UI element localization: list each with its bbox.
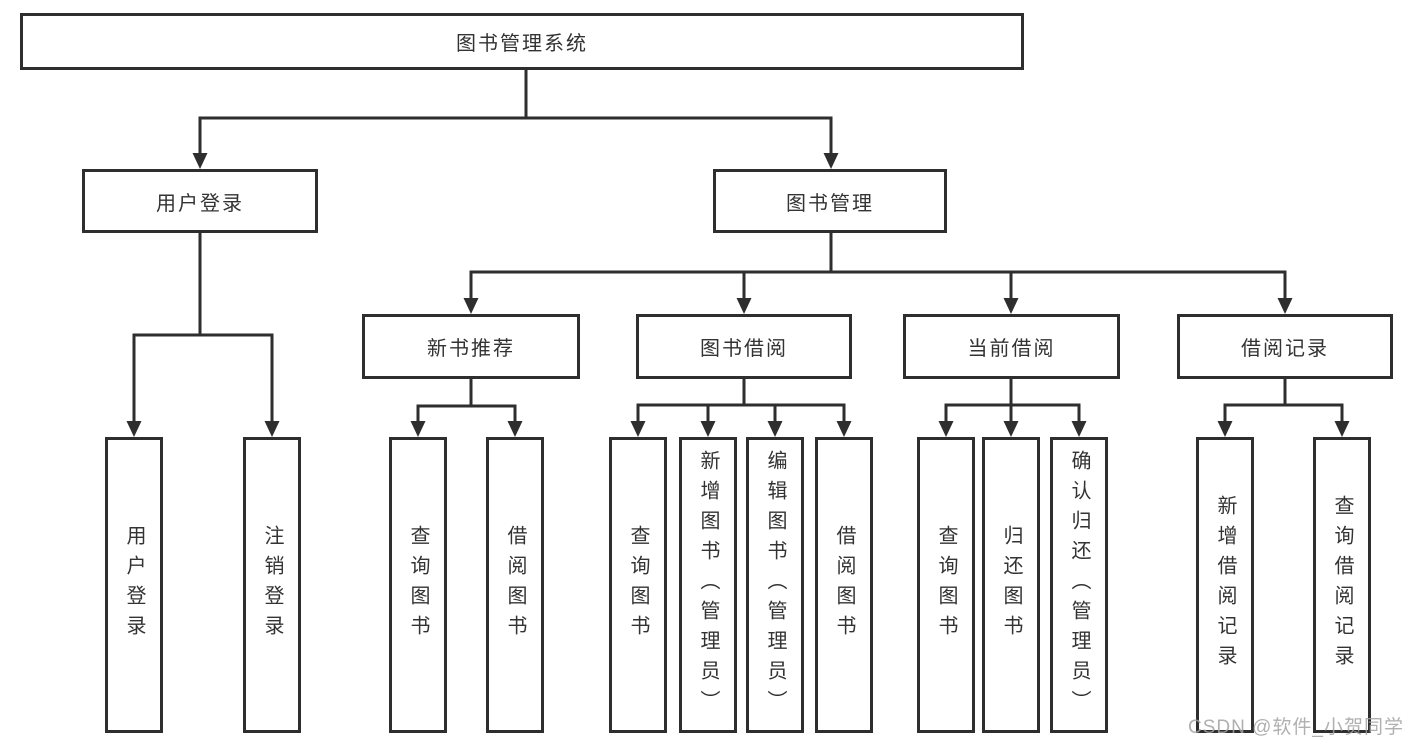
node-root-library-system: 图书管理系统 <box>20 13 1024 70</box>
node-book-management-group: 图书管理 <box>713 169 947 233</box>
node-return-book: 归还图书 <box>982 437 1040 733</box>
node-query-borrow-record: 查询借阅记录 <box>1313 437 1371 733</box>
node-confirm-return-admin: 确认归还（管理员） <box>1050 437 1108 733</box>
node-borrowing-records: 借阅记录 <box>1177 314 1393 379</box>
node-add-borrow-record: 新增借阅记录 <box>1196 437 1254 733</box>
node-query-books-current: 查询图书 <box>917 437 975 733</box>
node-current-borrowing: 当前借阅 <box>903 314 1120 379</box>
node-user-login-group: 用户登录 <box>82 169 318 233</box>
node-logout-login: 注销登录 <box>243 437 301 733</box>
node-user-login: 用户登录 <box>105 437 163 733</box>
node-query-books-recommend: 查询图书 <box>389 437 447 733</box>
node-query-books-borrowing: 查询图书 <box>609 437 667 733</box>
node-book-borrowing: 图书借阅 <box>636 314 852 379</box>
node-new-book-recommend: 新书推荐 <box>362 314 580 379</box>
node-add-book-admin: 新增图书（管理员） <box>679 437 737 733</box>
node-edit-book-admin: 编辑图书（管理员） <box>746 437 804 733</box>
node-borrow-books-recommend: 借阅图书 <box>486 437 544 733</box>
csdn-watermark: CSDN @软件_小贺同学 <box>1188 717 1404 738</box>
node-borrow-books-borrowing: 借阅图书 <box>815 437 873 733</box>
